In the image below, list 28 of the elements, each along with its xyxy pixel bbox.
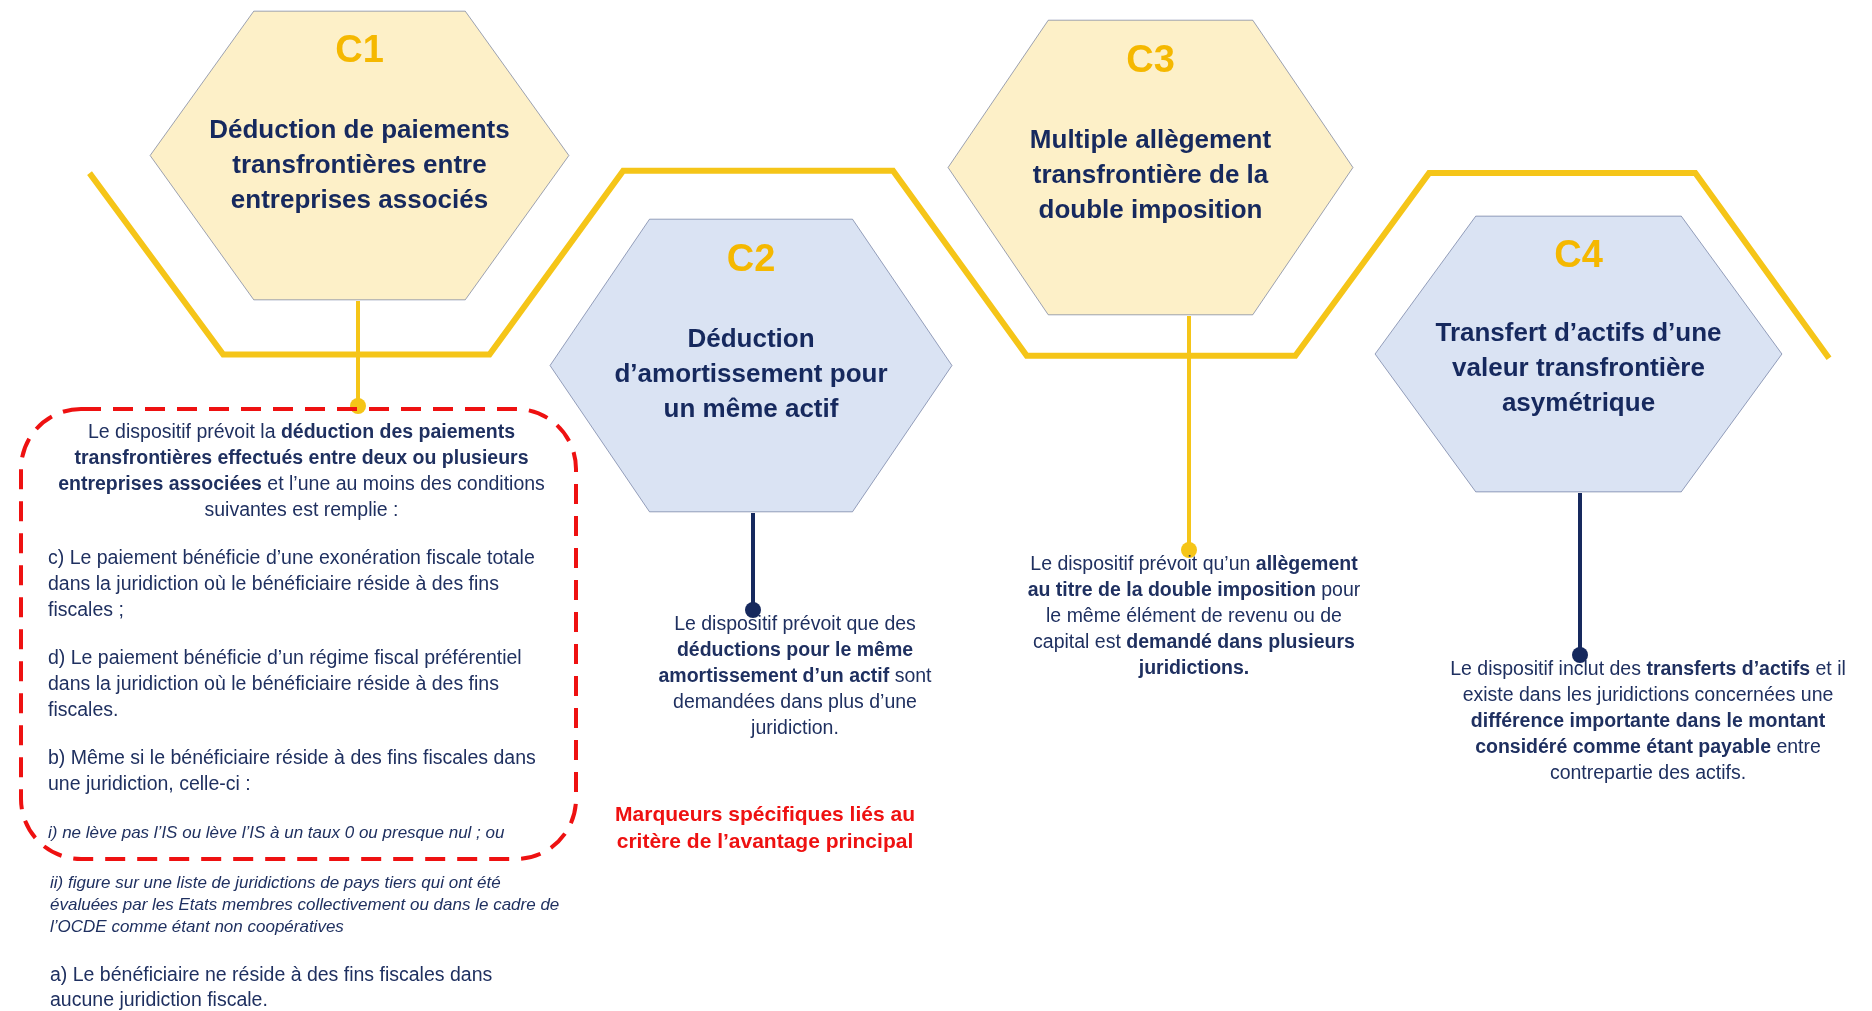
hexagon <box>1373 215 1784 493</box>
category-code: C3 <box>1126 36 1175 81</box>
dashed-callout-box <box>18 406 579 862</box>
paragraph: i) ne lève pas l’IS ou lève l’IS à un taux 0 ou presque nul ; ou <box>48 822 506 844</box>
hexagon-title: Transfert d’actifs d’une valeur transfrontière asymétrique <box>1434 315 1723 419</box>
description-text: Le dispositif prévoit qu’un allègement au titre de la double imposition pour le même élément de revenu ou de capital est demandé dans plusieurs juridictions. <box>1026 551 1362 680</box>
note-text: Marqueurs spécifiques liés au critère de l’avantage principal <box>614 801 916 855</box>
hexagon-title: Multiple allègement transfrontière de la double imposition <box>1028 123 1273 227</box>
category-code: C1 <box>335 27 384 72</box>
leader-line <box>745 513 761 618</box>
condition-text: a) Le bénéficiaire ne réside à des fins fiscales dans aucune juridiction fiscale. <box>50 962 494 1011</box>
category-code: C2 <box>726 235 776 280</box>
hexagon <box>148 10 571 301</box>
description-text: Le dispositif prévoit que des déductions pour le même amortissement d’un actif sont demandées dans plus d’une juridiction. <box>657 611 933 740</box>
hexagon-title: Déduction d’amortissement pour un même actif <box>613 322 889 425</box>
hexagon-title: Déduction de paiements transfrontières entre entreprises associés <box>208 113 511 217</box>
hexagon <box>548 218 954 513</box>
paragraph: d) Le paiement bénéficie d’un régime fiscal préférentiel dans la juridiction où le bénéficiaire réside à des fins fiscales. <box>48 645 523 722</box>
hexagon <box>946 19 1355 316</box>
leader-line <box>350 301 366 414</box>
leader-line <box>1181 316 1197 558</box>
paragraph: c) Le paiement bénéficie d’une exonération fiscale totale dans la juridiction où le bénéficiaire réside à des fins fiscales ; <box>48 545 536 622</box>
leader-line <box>1572 493 1588 663</box>
category-code: C4 <box>1554 231 1603 276</box>
description-text: Le dispositif inclut des transferts d’actifs et il existe dans les juridictions concernées une différence importante dans le montant considéré comme étant payable entre contrepartie des actifs. <box>1449 656 1847 785</box>
paragraph: Le dispositif prévoit la déduction des paiements transfrontières effectués entre deux ou plusieurs entreprises associées et l’une au moins des conditions suivantes est remplie : <box>57 419 546 522</box>
paragraph: b) Même si le bénéficiaire réside à des fins fiscales dans une juridiction, celle-ci : <box>48 745 537 796</box>
condition-text: ii) figure sur une liste de juridictions de pays tiers qui ont été évaluées par les Etats membres collectivement ou dans le cadre de l’OCDE comme étant non coopératives <box>50 872 560 939</box>
